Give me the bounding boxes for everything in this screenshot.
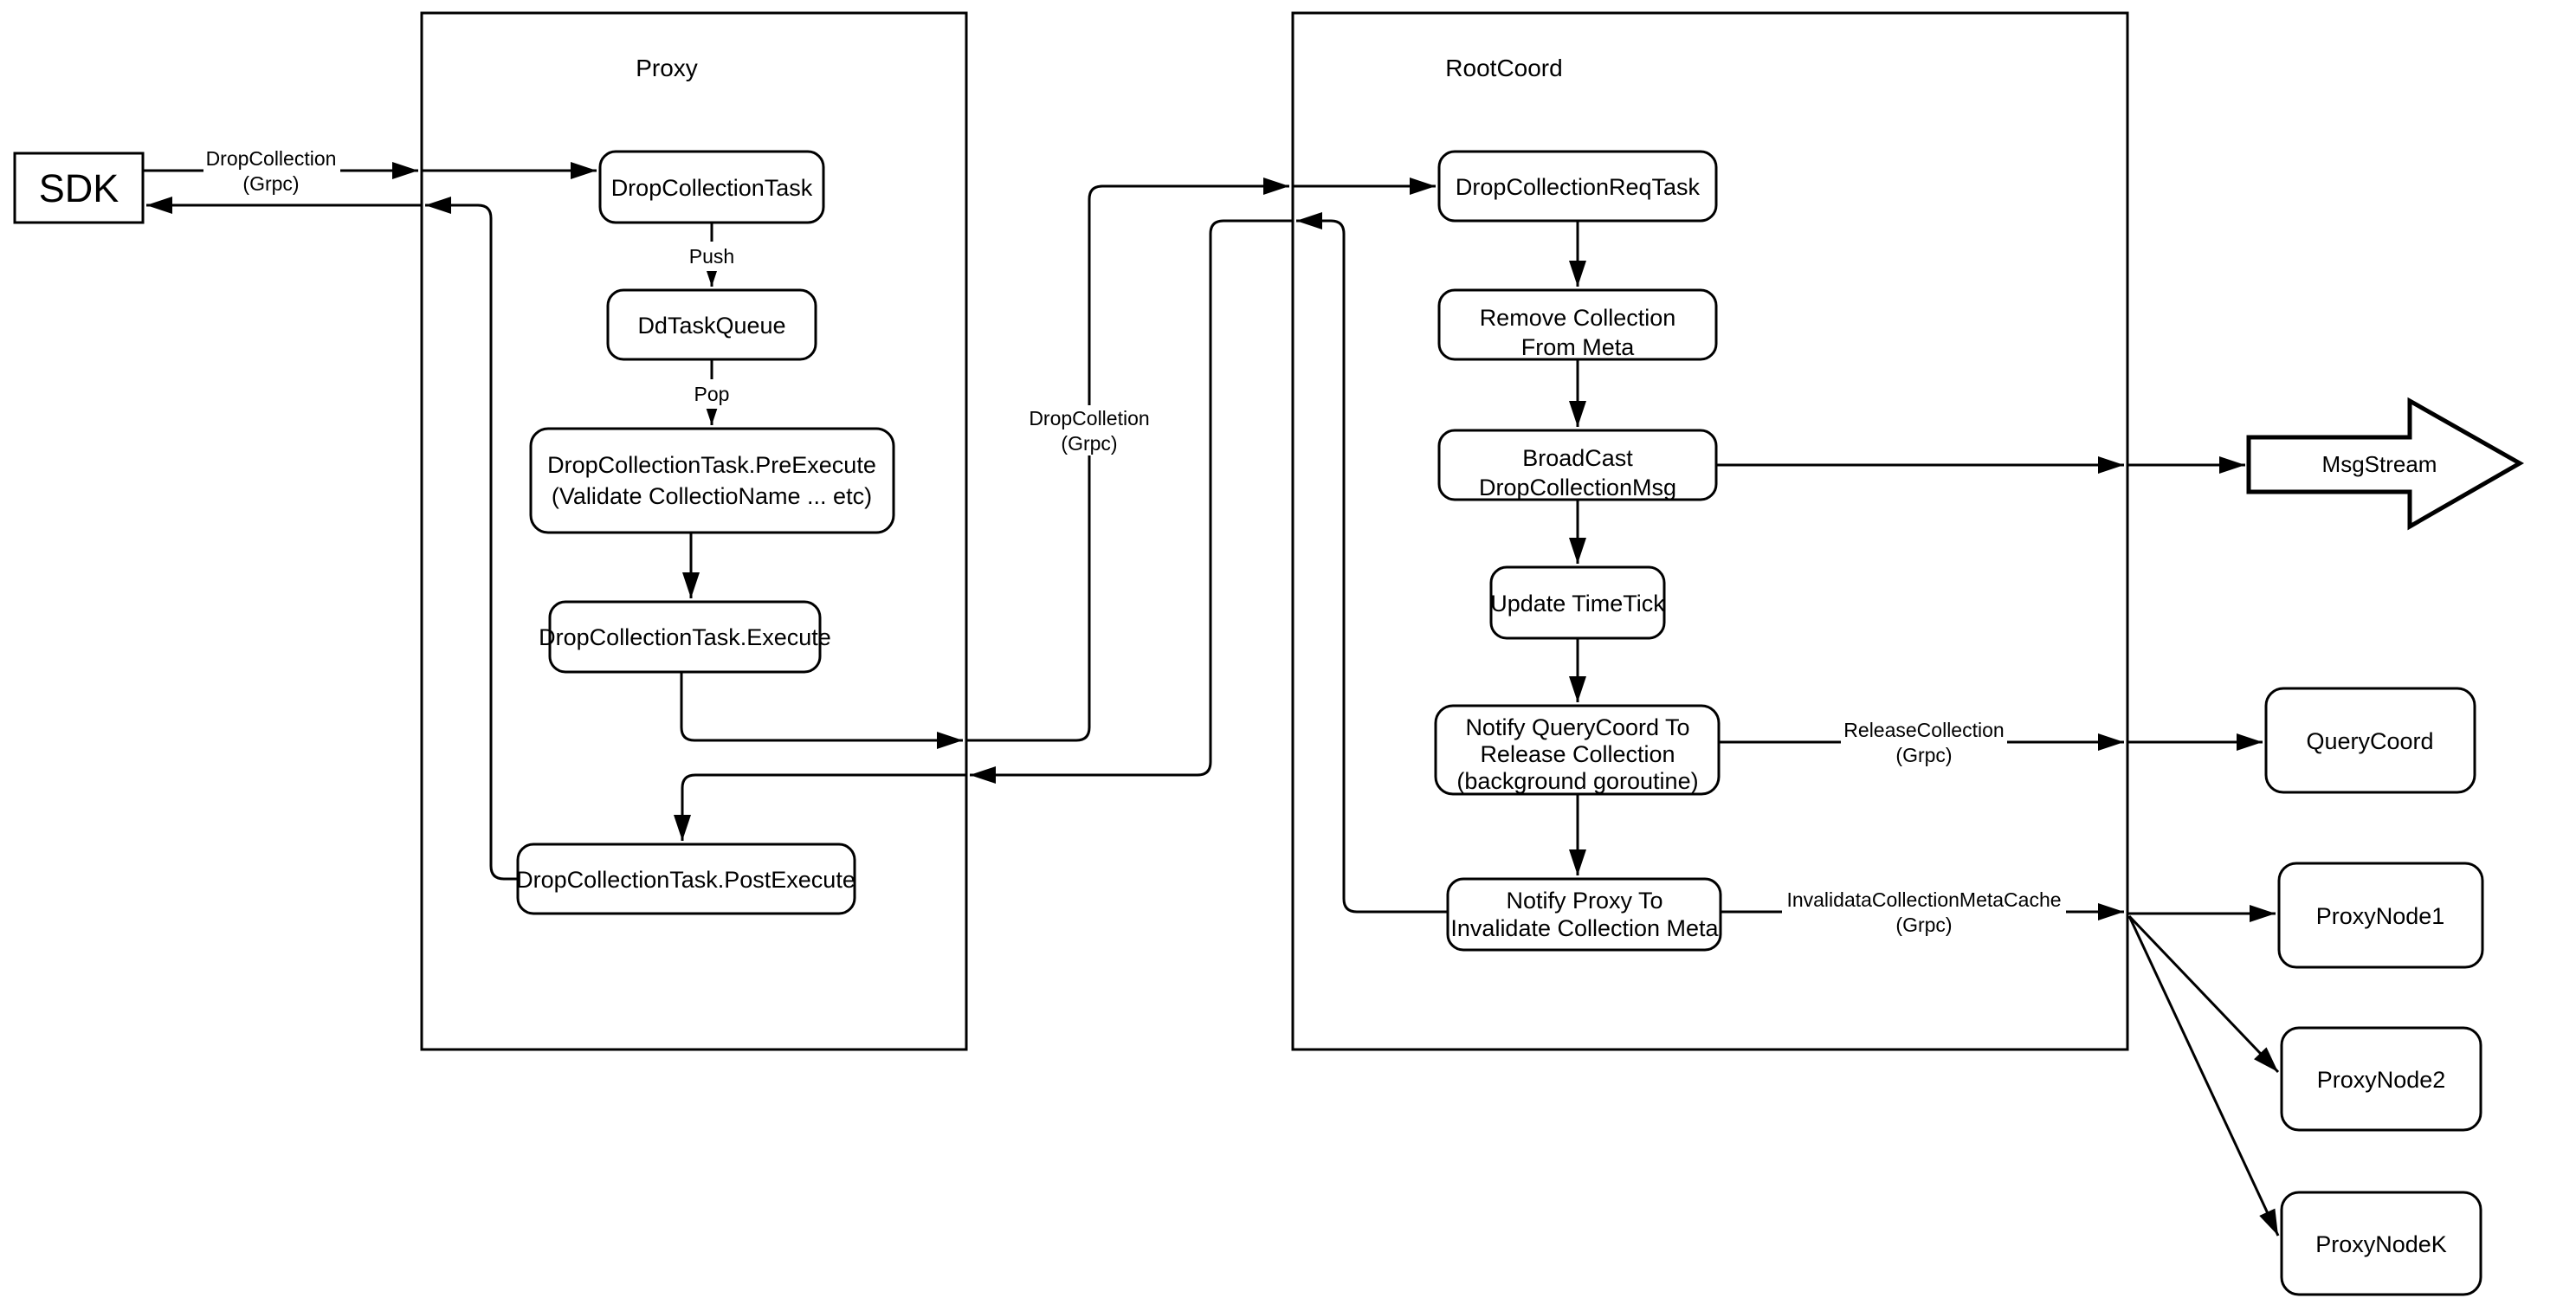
svg-text:(Grpc): (Grpc) <box>1895 914 1952 936</box>
svg-text:(background goroutine): (background goroutine) <box>1456 768 1698 794</box>
edge-border-to-proxynode2 <box>2127 914 2280 1074</box>
edge-postexecute-to-proxy-border <box>425 197 518 881</box>
svg-text:MsgStream: MsgStream <box>2322 451 2437 477</box>
edge-proxy-border-to-rootcoord-border <box>966 178 1289 742</box>
node-msgstream: MsgStream <box>2246 397 2525 531</box>
svg-text:QueryCoord: QueryCoord <box>2306 728 2433 754</box>
svg-text:Update TimeTick: Update TimeTick <box>1490 591 1665 617</box>
svg-text:DropCollectionTask.Execute: DropCollectionTask.Execute <box>539 624 831 650</box>
edge-label-push: Push <box>678 242 746 271</box>
node-execute: DropCollectionTask.Execute <box>539 600 831 674</box>
edge-notifyproxy-to-rootcoord-left-border <box>1296 212 1448 914</box>
svg-text:DropCollectionReqTask: DropCollectionReqTask <box>1456 174 1701 200</box>
edge-label-releasecollection-grpc: ReleaseCollection (Grpc) <box>1841 717 2007 767</box>
node-post-execute: DropCollectionTask.PostExecute <box>516 843 856 915</box>
svg-text:(Grpc): (Grpc) <box>1061 432 1117 455</box>
rootcoord-container-title: RootCoord <box>1445 55 1562 81</box>
svg-text:From Meta: From Meta <box>1521 334 1636 360</box>
node-proxynode2: ProxyNode2 <box>2280 1026 2482 1132</box>
edge-proxy-border-to-postexecute <box>674 773 966 841</box>
edge-label-dropcolletion-grpc: DropColletion (Grpc) <box>1024 405 1154 455</box>
svg-text:ProxyNode1: ProxyNode1 <box>2316 903 2445 929</box>
svg-text:SDK: SDK <box>39 166 119 210</box>
svg-text:(Grpc): (Grpc) <box>242 172 299 195</box>
svg-text:Release Collection: Release Collection <box>1480 741 1675 767</box>
svg-text:DropCollectionTask.PreExecute: DropCollectionTask.PreExecute <box>547 452 876 478</box>
edge-execute-to-proxy-border <box>680 672 963 749</box>
node-drop-collection-task: DropCollectionTask <box>598 150 825 224</box>
edge-label-dropcollection-grpc: DropCollection (Grpc) <box>203 147 340 196</box>
svg-text:DdTaskQueue: DdTaskQueue <box>637 313 785 339</box>
edge-label-invalidatacollectionmetacache-grpc: InvalidataCollectionMetaCache (Grpc) <box>1782 887 2066 937</box>
svg-text:Push: Push <box>689 245 734 268</box>
svg-text:DropColletion: DropColletion <box>1029 407 1149 429</box>
svg-text:(Grpc): (Grpc) <box>1895 744 1952 766</box>
svg-text:DropCollectionTask: DropCollectionTask <box>611 175 813 201</box>
node-dd-task-queue: DdTaskQueue <box>606 288 817 361</box>
node-notify-querycoord: Notify QueryCoord To Release Collection … <box>1434 704 1721 796</box>
svg-text:Remove Collection: Remove Collection <box>1480 305 1676 331</box>
svg-text:Invalidate Collection Meta: Invalidate Collection Meta <box>1450 915 1719 941</box>
svg-text:Pop: Pop <box>694 383 730 405</box>
node-drop-collection-req-task: DropCollectionReqTask <box>1437 150 1718 223</box>
node-proxynode1: ProxyNode1 <box>2277 862 2484 969</box>
msgstream-arrow-shape <box>2246 397 2525 531</box>
proxy-container-title: Proxy <box>636 55 698 81</box>
svg-text:BroadCast: BroadCast <box>1522 445 1633 471</box>
node-proxynodek: ProxyNodeK <box>2280 1191 2482 1296</box>
edge-border-to-proxynodek <box>2127 915 2280 1237</box>
svg-text:(Validate CollectioName ... et: (Validate CollectioName ... etc) <box>552 483 872 509</box>
node-sdk: SDK <box>13 152 145 224</box>
svg-text:DropCollectionMsg: DropCollectionMsg <box>1479 475 1676 501</box>
node-broadcast-drop-collection-msg: BroadCast DropCollectionMsg <box>1437 429 1718 501</box>
svg-text:InvalidataCollectionMetaCache: InvalidataCollectionMetaCache <box>1786 888 2061 911</box>
svg-text:ProxyNode2: ProxyNode2 <box>2317 1067 2446 1093</box>
node-pre-execute: DropCollectionTask.PreExecute (Validate … <box>529 427 895 534</box>
edge-rootcoord-border-to-proxy-border-return <box>970 219 1293 784</box>
svg-text:Notify QueryCoord To: Notify QueryCoord To <box>1465 714 1689 740</box>
svg-text:ReleaseCollection: ReleaseCollection <box>1843 719 2004 741</box>
node-notify-proxy: Notify Proxy To Invalidate Collection Me… <box>1446 877 1722 952</box>
node-querycoord: QueryCoord <box>2264 687 2476 794</box>
svg-text:Notify Proxy To: Notify Proxy To <box>1506 888 1662 914</box>
svg-text:DropCollection: DropCollection <box>206 147 337 170</box>
node-update-timetick: Update TimeTick <box>1489 565 1666 640</box>
node-remove-collection-from-meta: Remove Collection From Meta <box>1437 288 1718 361</box>
svg-text:DropCollectionTask.PostExecute: DropCollectionTask.PostExecute <box>516 867 855 893</box>
svg-text:ProxyNodeK: ProxyNodeK <box>2315 1231 2447 1257</box>
edge-label-pop: Pop <box>684 379 739 409</box>
